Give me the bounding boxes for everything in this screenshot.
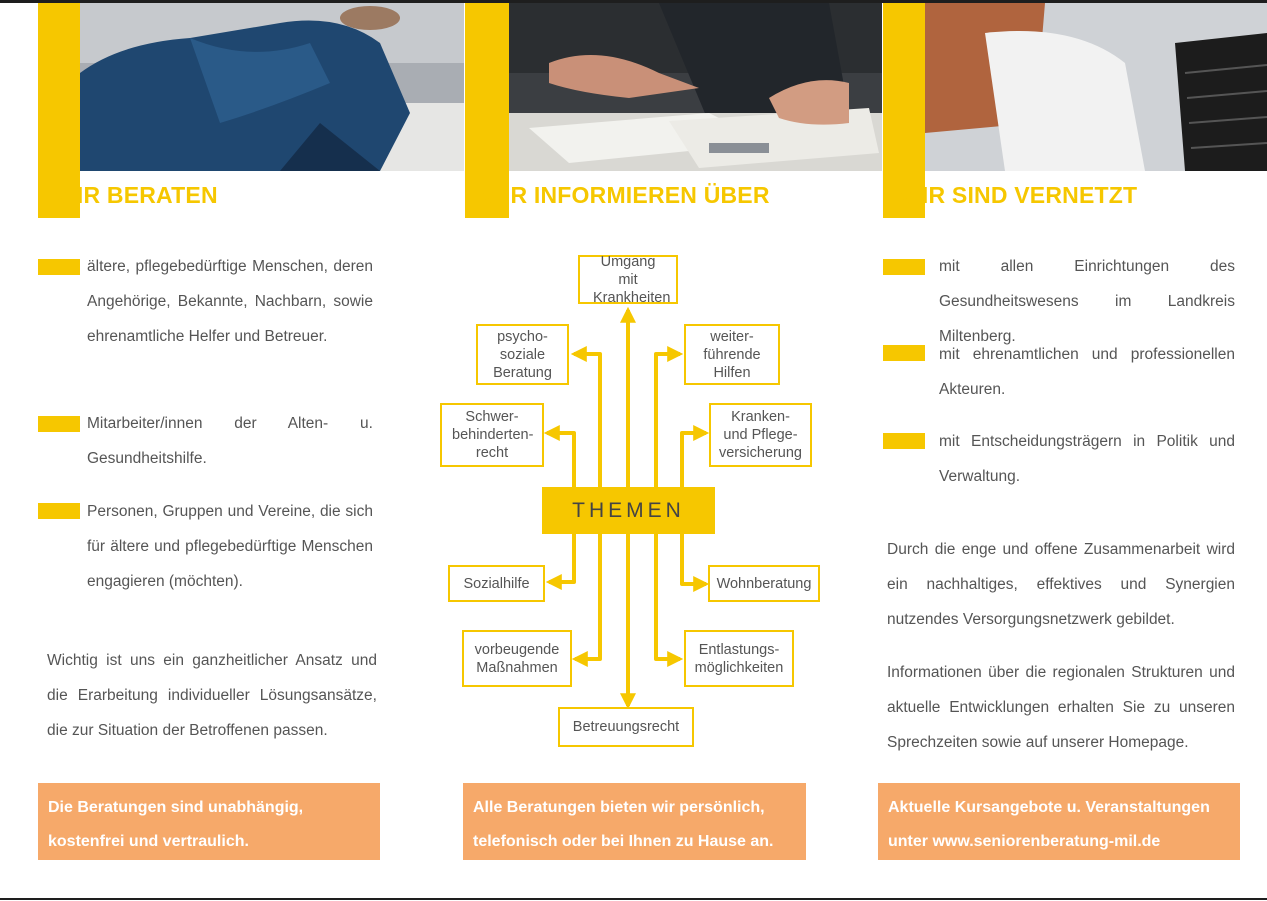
accent-bar-left [38,3,80,218]
photo-consultation-right [925,3,1267,171]
paragraph-informationen: Informationen über die regionalen Strukt… [887,664,1235,751]
paragraph-ansatz: Wichtig ist uns ein ganzheitlicher Ansat… [47,652,377,739]
bullet-marker [883,345,925,361]
top-rule [0,0,1267,3]
topic-vorbeugende-massnahmen: vorbeugende Maßnahmen [462,630,572,687]
list-item: ältere, pflegebedürftige Menschen, deren… [87,258,373,345]
accent-bar-middle [465,3,509,218]
list-item: mit Entscheidungsträgern in Politik und … [939,433,1235,485]
info-box-kursangebote: Aktuelle Kursangebote u. Veranstaltungen… [878,783,1240,860]
bullet-marker [38,503,80,519]
bullet-marker [883,433,925,449]
topic-psychosoziale-beratung: psycho-soziale Beratung [476,324,569,385]
info-box-persoenlich: Alle Beratungen bieten wir persönlich, t… [463,783,806,860]
list-item: mit ehrenamtlichen und professionellen A… [939,346,1235,398]
heading-wir-informieren: WIR INFORMIEREN ÜBER [482,182,770,208]
photo-consultation-left [80,3,464,171]
bullet-marker [883,259,925,275]
list-item: Mitarbeiter/innen der Alten- u. Gesundhe… [87,415,373,467]
list-item: mit allen Einrichtungen des Gesundheitsw… [939,258,1235,345]
heading-wir-sind-vernetzt: WIR SIND VERNETZT [900,182,1138,208]
photo-consultation-middle [509,3,882,171]
topic-schwerbehindertenrecht: Schwer-behinderten-recht [440,403,544,467]
topic-kranken-pflegeversicherung: Kranken- und Pflege-versicherung [709,403,812,467]
bullet-marker [38,259,80,275]
themen-center-label: THEMEN [542,487,715,534]
topic-betreuungsrecht: Betreuungsrecht [558,707,694,747]
bullet-marker [38,416,80,432]
info-box-unabhaengig: Die Beratungen sind unabhängig, kostenfr… [38,783,380,860]
topic-sozialhilfe: Sozialhilfe [448,565,545,602]
paragraph-zusammenarbeit: Durch die enge und offene Zusammenarbeit… [887,541,1235,628]
bottom-rule [0,898,1267,900]
topic-entlastungsmoeglichkeiten: Entlastungs-möglichkeiten [684,630,794,687]
accent-bar-right [883,3,925,218]
topic-wohnberatung: Wohnberatung [708,565,820,602]
topic-weiterfuehrende-hilfen: weiter-führende Hilfen [684,324,780,385]
heading-wir-beraten: WIR BERATEN [55,182,218,208]
topic-umgang-mit-krankheiten: Umgang mit Krankheiten [578,254,678,306]
list-item: Personen, Gruppen und Vereine, die sich … [87,503,373,590]
